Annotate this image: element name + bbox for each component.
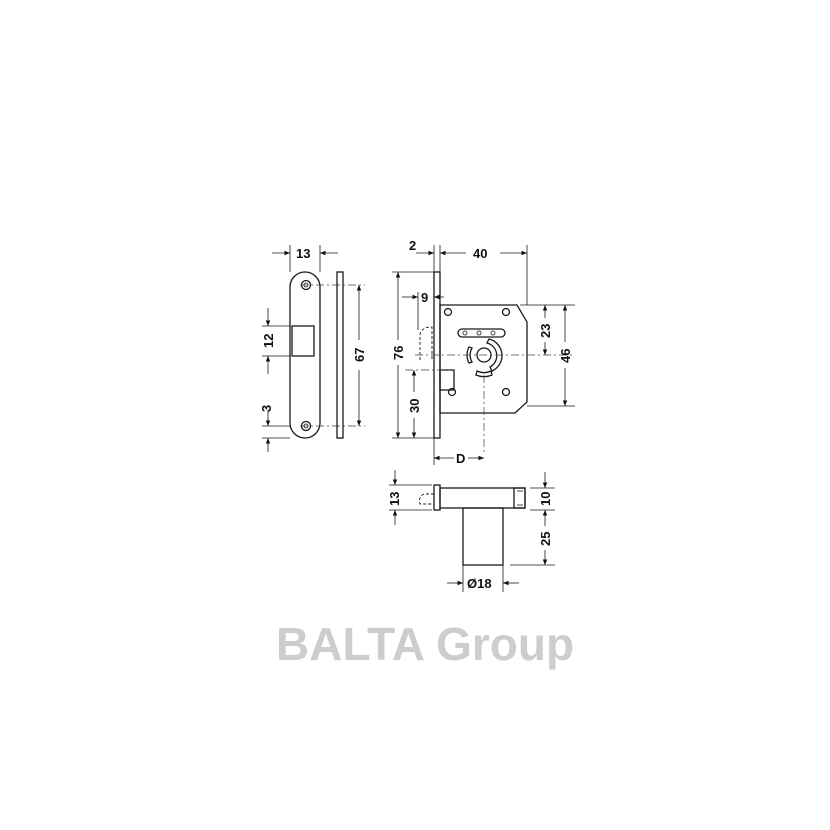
dimension-backset: D [433, 438, 484, 466]
strike-plate-front [289, 271, 365, 439]
key-center-height-label: 23 [538, 324, 553, 338]
dimension-opening-height: 12 [261, 308, 290, 374]
cylinder-diameter-label: Ø18 [467, 576, 492, 591]
dimension-cylinder-body: 10 25 [510, 472, 555, 566]
dimension-hole-spacing: 67 [352, 285, 367, 426]
flange-height-label: 13 [387, 492, 402, 506]
dimension-bolt-height: 30 [407, 370, 422, 438]
body-height-label: 46 [558, 349, 573, 363]
dimension-hole-offset: 3 [259, 405, 290, 452]
dimension-body-heights: 23 46 [520, 304, 575, 407]
strike-width-label: 13 [296, 246, 310, 261]
cylinder-length-label: 25 [538, 532, 553, 546]
dimension-faceplate-height: 76 [391, 271, 434, 439]
hole-offset-label: 3 [259, 405, 274, 412]
cylinder-body-height-label: 10 [538, 492, 553, 506]
opening-height-label: 12 [261, 334, 276, 348]
bolt-height-label: 30 [407, 399, 422, 413]
lock-body-front [405, 271, 575, 455]
faceplate-height-label: 76 [391, 346, 406, 360]
latch-projection-label: 9 [421, 290, 428, 305]
dimension-strike-width: 13 [272, 245, 338, 272]
watermark: BALTA Group [276, 618, 574, 670]
strike-plate-side [336, 271, 344, 439]
hole-spacing-label: 67 [352, 348, 367, 362]
dimension-cylinder-diameter: Ø18 [447, 565, 519, 592]
dimension-latch-projection: 9 [402, 290, 444, 330]
faceplate-thickness-label: 2 [409, 238, 416, 253]
dimension-flange-height: 13 [387, 470, 432, 525]
body-depth-label: 40 [473, 246, 487, 261]
dimension-faceplate-and-depth: 2 40 [409, 238, 528, 305]
backset-label: D [456, 451, 465, 466]
lock-bottom-view [419, 484, 526, 566]
